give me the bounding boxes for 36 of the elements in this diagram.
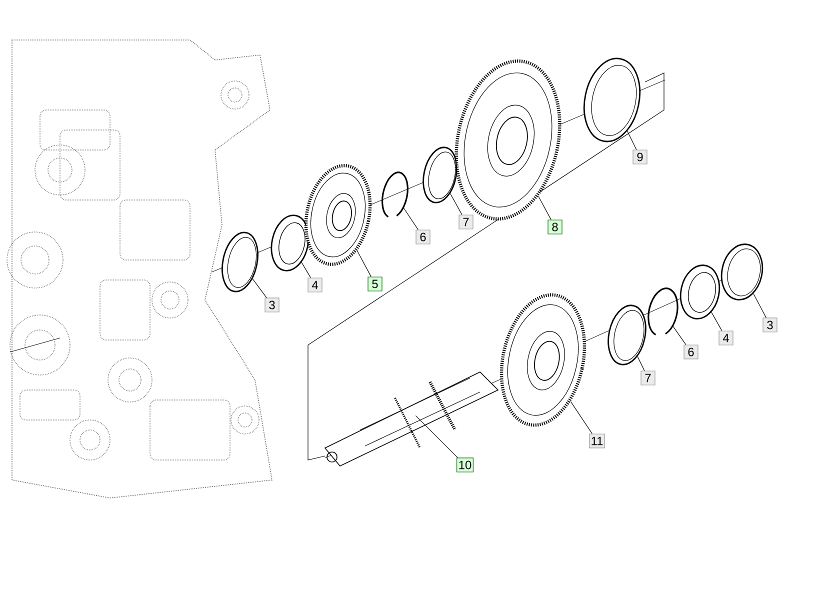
leader-line (301, 262, 311, 278)
ring-drawing (720, 244, 764, 300)
leader-line (252, 278, 267, 298)
callout-number: 4 (308, 278, 322, 292)
callout-number: 9 (632, 150, 648, 164)
callout-number: 10 (456, 458, 474, 472)
callout-number: 11 (588, 434, 606, 448)
leader-line (711, 312, 722, 331)
leader-line (538, 196, 552, 220)
leader-line (356, 250, 372, 277)
ring-drawing (222, 232, 258, 292)
callout-number: 3 (264, 298, 280, 312)
callout-number: 4 (718, 330, 734, 346)
leader-line (570, 401, 592, 434)
callout-number: 5 (368, 276, 382, 292)
bearing-drawing (680, 264, 720, 320)
callout-number: 7 (640, 370, 656, 386)
callout-number: 8 (548, 220, 562, 234)
callout-number: 6 (416, 230, 430, 244)
bearing-drawing (270, 214, 310, 272)
leader-line (415, 415, 458, 458)
ring-drawing (584, 58, 640, 142)
leader-line (403, 207, 418, 230)
callout-number: 3 (762, 318, 778, 332)
ring-drawing (422, 146, 458, 204)
snap-ring-drawing (648, 288, 678, 336)
gear-drawing (500, 293, 586, 427)
leader-line (637, 356, 645, 371)
leader-line (753, 293, 766, 318)
ring-drawing (608, 304, 646, 366)
leader-line (626, 130, 637, 150)
callout-number: 6 (684, 344, 698, 360)
leader-line (672, 326, 686, 345)
callout-number: 7 (458, 214, 474, 230)
leader-line (450, 193, 462, 215)
snap-ring-drawing (382, 172, 408, 218)
